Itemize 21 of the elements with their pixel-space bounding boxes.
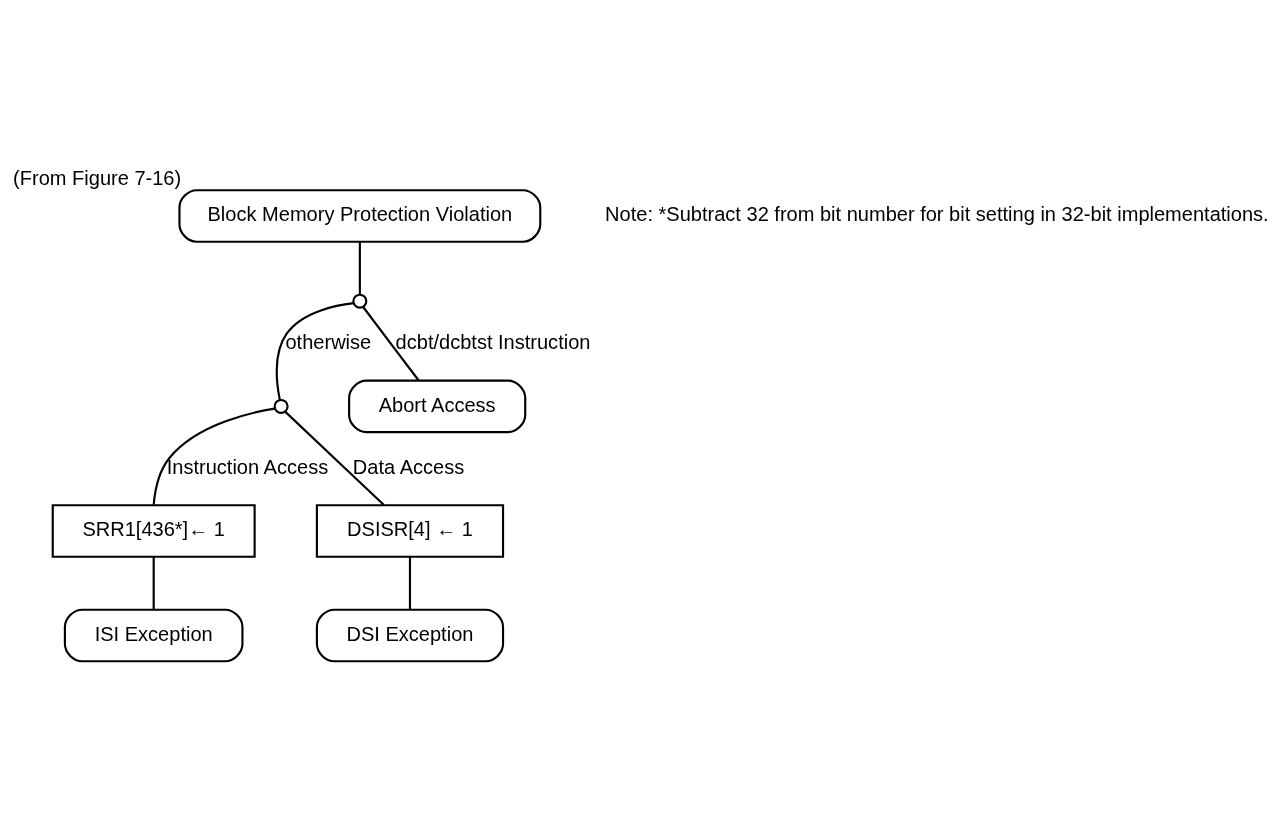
node-box: DSISR[4] ← 1	[315, 503, 505, 558]
edge-label: otherwise	[285, 330, 372, 353]
edge-label: Instruction Access	[166, 455, 329, 478]
connector	[152, 407, 276, 505]
node-box: Abort Access	[348, 379, 527, 433]
connector	[362, 305, 420, 381]
edge-label: Data Access	[352, 455, 465, 478]
edge-label: dcbt/dcbtst Instruction	[395, 330, 591, 353]
node-circle	[273, 398, 289, 414]
connector	[284, 410, 385, 506]
connector	[358, 241, 361, 294]
label: Note: *Subtract 32 from bit number for bit setting in 32-bit implementations.	[605, 202, 1269, 225]
node-box: ISI Exception	[63, 608, 244, 662]
connector	[152, 556, 155, 610]
connector	[408, 556, 412, 610]
node-box: DSI Exception	[315, 608, 505, 662]
node-circle	[352, 293, 368, 309]
connector	[275, 301, 354, 400]
node-box: Block Memory Protection Violation	[178, 188, 542, 243]
node-label: (From Figure 7-16)	[13, 166, 182, 189]
node-box: SRR1[436*]← 1	[51, 503, 256, 558]
